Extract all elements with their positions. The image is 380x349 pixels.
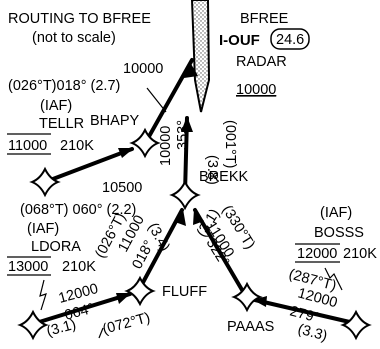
leg-ldora-fluff-distance: (3.1) xyxy=(45,317,78,340)
arrowhead-bfree-from-brekk xyxy=(181,116,193,132)
localizer-course xyxy=(190,0,211,113)
arrowhead-bhapy xyxy=(118,148,134,158)
leg-paaas-brekk xyxy=(193,208,247,297)
ldora-iaf: (IAF) xyxy=(27,221,59,237)
leg-bhapy-bfree-altitude: 10000 xyxy=(123,61,163,77)
tellr-altitude: 11000 xyxy=(8,138,47,154)
leg-tellr-bhapy xyxy=(43,147,134,184)
leg-brekk-bfree-course: 353° xyxy=(175,120,191,150)
tellr-name: TELLR xyxy=(39,116,84,132)
bfree-note: RADAR xyxy=(236,54,287,70)
ldora-name: LDORA xyxy=(31,239,81,255)
leg-bhapy-bfree xyxy=(145,58,194,142)
tellr-iaf: (IAF) xyxy=(40,98,72,114)
leader-ldora xyxy=(39,279,47,311)
leg-bosss-paaas-course: 279° xyxy=(288,303,321,326)
leg-bosss-paaas xyxy=(253,298,356,325)
arrowhead-fluff xyxy=(116,293,131,304)
waypoint-ldora xyxy=(17,309,49,341)
arrowhead-paaas xyxy=(253,296,267,307)
leg-brekk-bfree-true: (001°T) xyxy=(222,120,238,169)
leg-tellr-bhapy-track: (068°T) 060° (2.2) xyxy=(20,202,136,218)
bfree-name: BFREE xyxy=(240,11,289,27)
fluff-name: FLUFF xyxy=(162,284,207,300)
ldora-speed: 210K xyxy=(62,259,96,275)
bfree-altitude: 10000 xyxy=(236,82,276,98)
leg-brekk-bfree-altitude: 10000 xyxy=(158,126,174,166)
leg-ldora-fluff-course: 064° xyxy=(63,301,96,324)
bfree-frequency: 24.6 xyxy=(276,32,304,48)
leg-brekk-bfree-distance: (3.8) xyxy=(204,155,220,185)
bosss-name: BOSSS xyxy=(314,225,364,241)
chart-title: ROUTING TO BFREE xyxy=(8,11,151,27)
leader-bhapy-bfree xyxy=(146,87,167,113)
bosss-speed: 210K xyxy=(343,246,377,262)
bosss-altitude: 12000 xyxy=(297,246,337,262)
leader-bosss xyxy=(324,267,343,291)
leg-bhapy-bfree-track: (026°T)018° (2.7) xyxy=(8,78,120,94)
waypoint-fluff xyxy=(124,275,156,307)
leg-bosss-paaas-distance: (3.3) xyxy=(296,321,329,344)
frequency-box xyxy=(270,28,310,50)
waypoint-bhapy xyxy=(129,127,161,159)
arrowhead-brekk-from-fluff xyxy=(175,209,186,226)
waypoint-tellr xyxy=(29,166,61,198)
leader-072t xyxy=(98,327,104,339)
arrowhead-bfree xyxy=(184,62,198,78)
arrowheads xyxy=(116,62,267,307)
leg-ldora-fluff xyxy=(34,292,132,325)
leg-fluff-brekk xyxy=(138,208,184,290)
ldora-altitude: 13000 xyxy=(8,259,48,275)
tellr-speed: 210K xyxy=(60,138,94,154)
waypoint-bosss xyxy=(340,309,372,341)
arrowhead-brekk-from-paaas xyxy=(193,209,204,225)
brekk-name: BREKK xyxy=(199,169,248,185)
waypoint-brekk xyxy=(169,179,201,211)
leader-lines xyxy=(39,87,343,339)
waypoint-paaas xyxy=(231,281,263,313)
chart-subtitle: (not to scale) xyxy=(32,30,116,46)
leg-ldora-fluff-true: (072°T) xyxy=(101,310,152,338)
waypoints xyxy=(17,127,372,341)
bosss-iaf: (IAF) xyxy=(320,205,352,221)
paaas-name: PAAAS xyxy=(227,319,274,335)
bhapy-name: BHAPY xyxy=(90,113,139,129)
leg-tellr-bhapy-altitude: 10500 xyxy=(102,180,142,196)
leg-ldora-fluff-altitude: 12000 xyxy=(57,281,100,307)
bfree-localizer: I-OUF xyxy=(219,32,260,49)
